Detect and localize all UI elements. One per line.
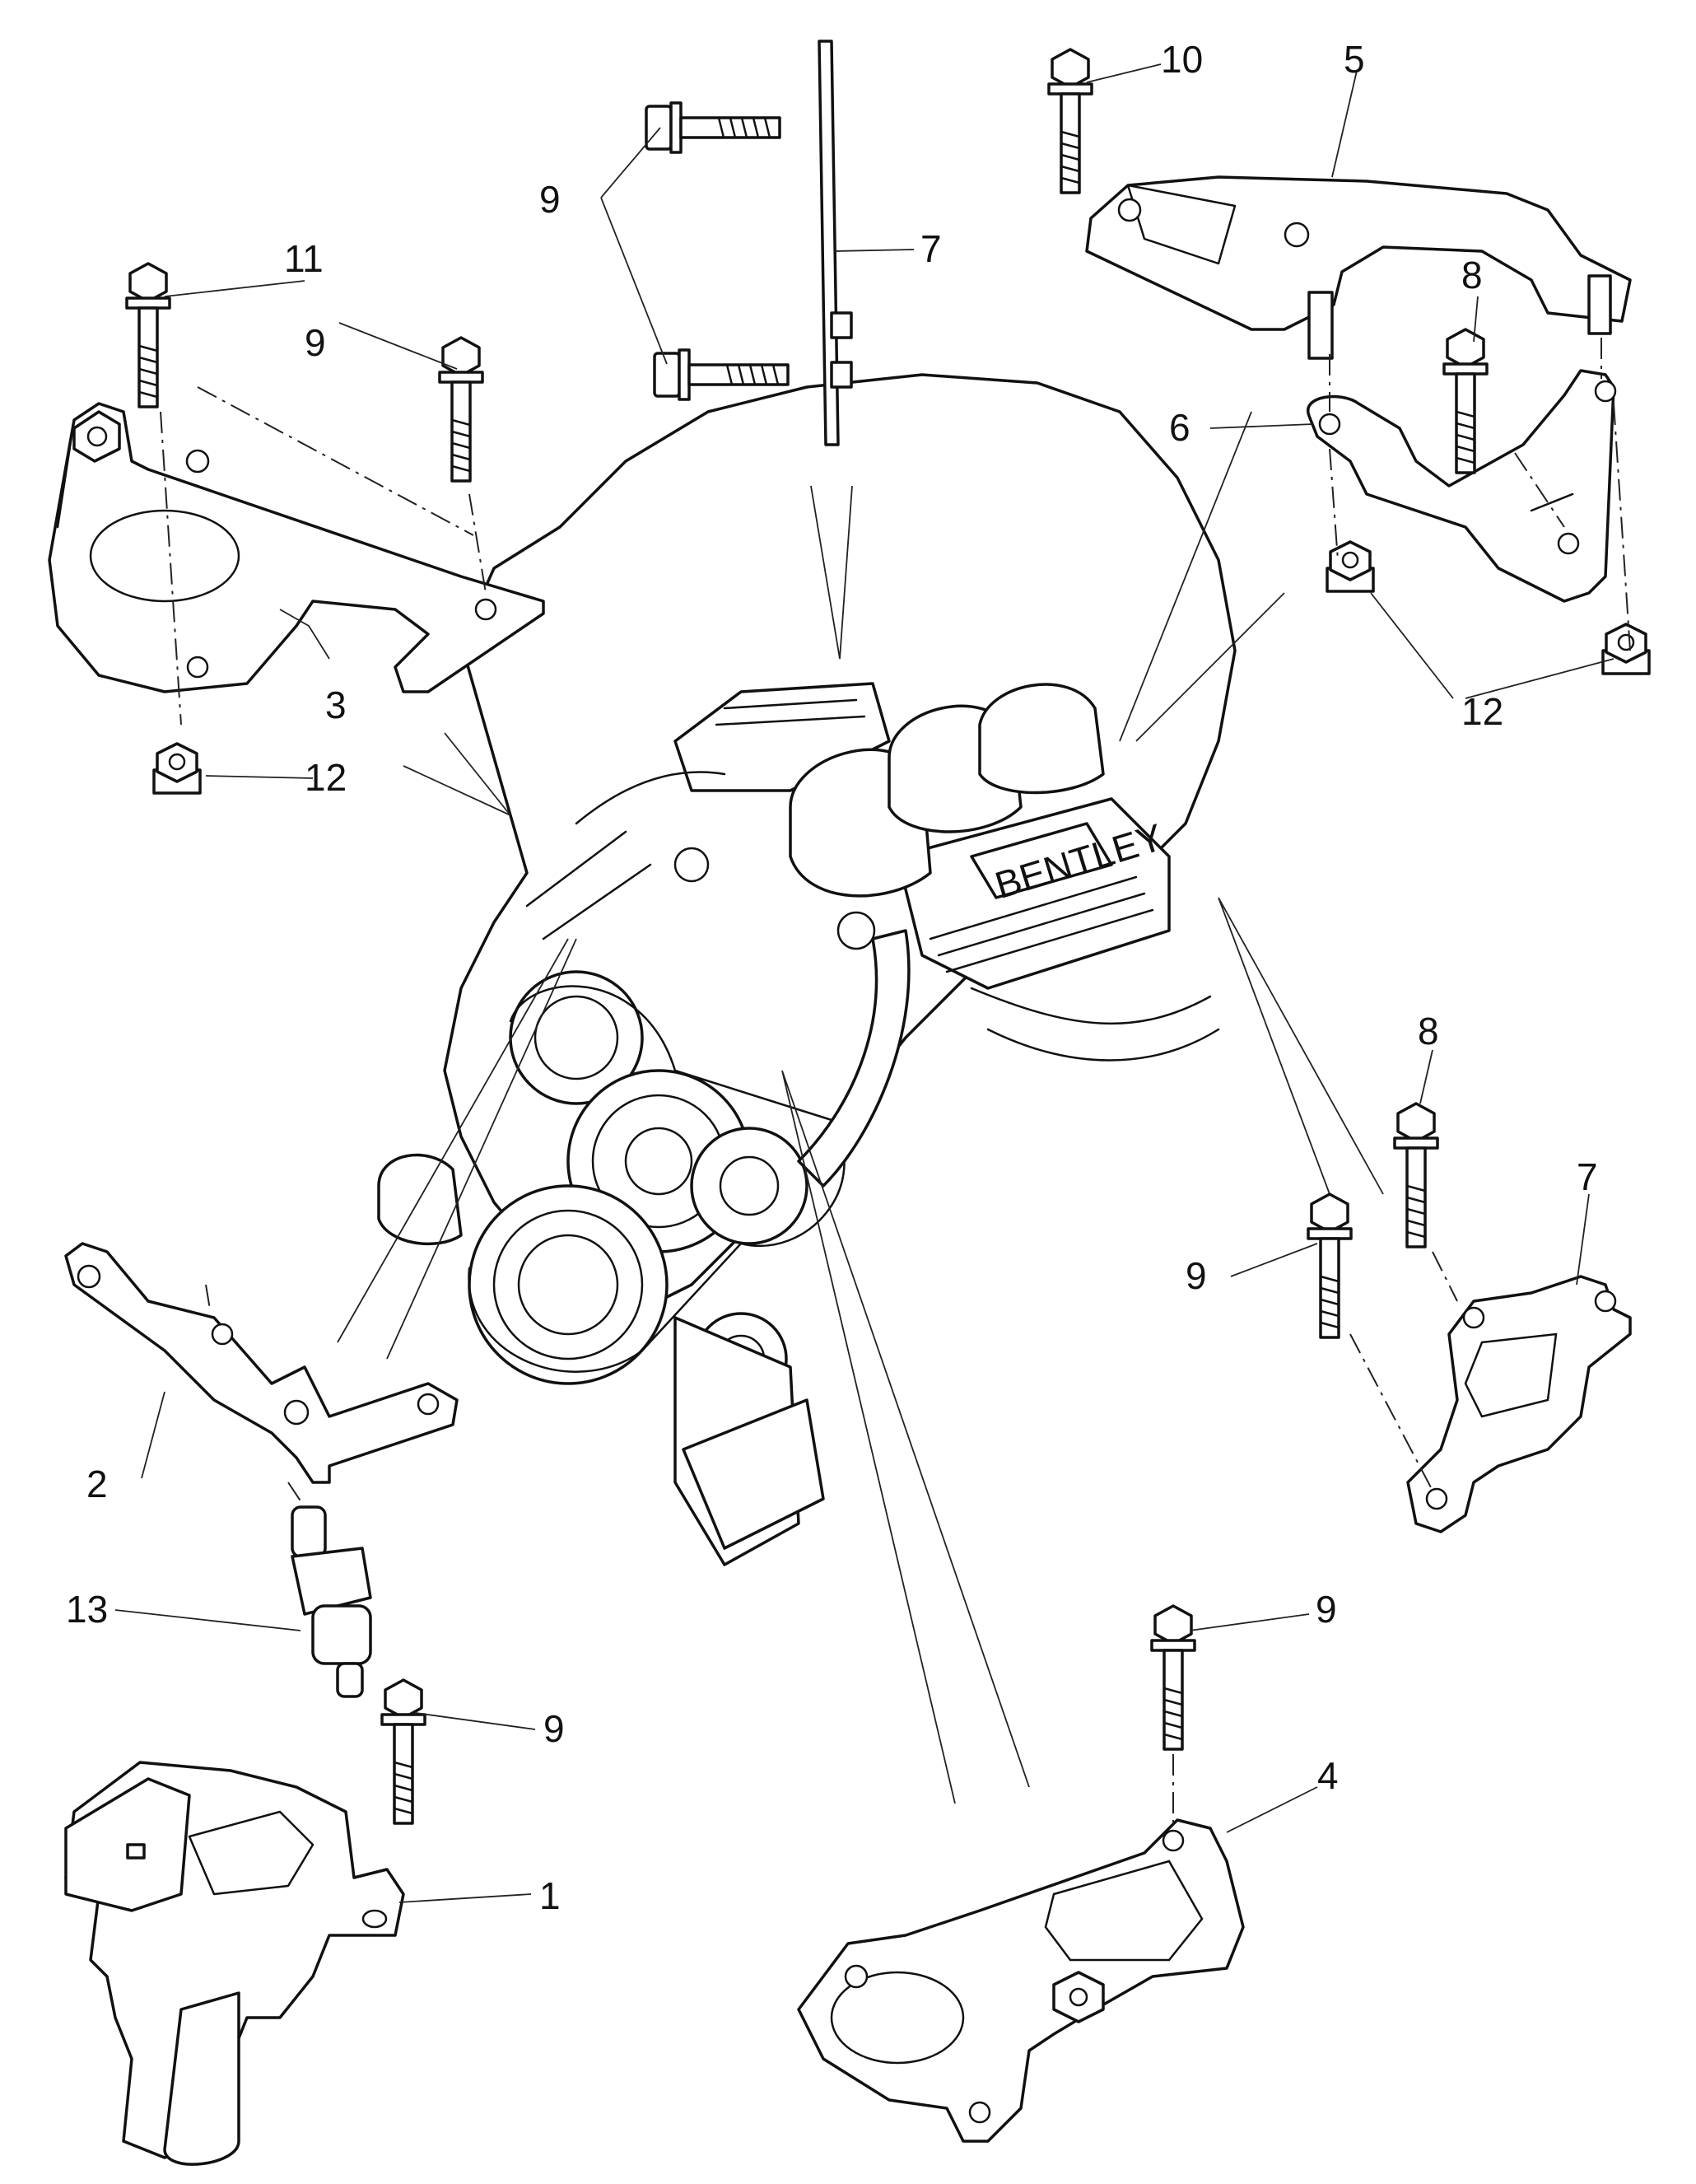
part-4-gasket [797,1818,1245,2143]
callout-4: 4 [1317,1754,1339,1797]
callout-labels: 11 9 3 12 9 7 10 5 8 6 12 8 7 9 2 13 9 1… [66,38,1598,1917]
callout-9-upper: 9 [539,178,561,221]
part-12-nut-right-a [1326,540,1375,593]
callout-2: 2 [86,1463,108,1505]
part-9-bolt-gasket-right [1307,1192,1353,1339]
part-8-bolt-lower [1393,1102,1439,1248]
part-12-nut-left [152,742,202,795]
callout-8-upper: 8 [1461,254,1483,296]
callout-12-left: 12 [305,756,347,799]
callout-12-right: 12 [1461,690,1503,733]
part-9-bolt-gasket-lower [1150,1604,1196,1751]
callout-10: 10 [1161,38,1203,81]
part-7-strap [818,40,853,446]
part-8-bolt-upper [1442,328,1489,474]
part-3-mounting-bracket [48,402,545,693]
part-10-bolt [1047,48,1093,194]
callout-9-gasket-right: 9 [1186,1254,1207,1297]
part-9-bolt-lower [653,348,790,401]
callout-9-valve: 9 [543,1707,565,1750]
callout-13: 13 [66,1588,108,1631]
part-13-rubber-isolator [291,1505,372,1698]
part-11-bolt [125,262,171,408]
part-5-studs [1307,274,1612,360]
part-1-control-valve [64,1761,405,2166]
part-9-bolt-valve [380,1678,426,1825]
part-6-mounting-bracket [1306,369,1617,603]
part-12-nut-right-b [1601,623,1651,675]
callout-6: 6 [1169,406,1190,449]
part-5-mounting-bracket [1085,175,1632,331]
part-9-bolt-upper [645,101,781,154]
callout-9-gasket-lower: 9 [1316,1588,1337,1631]
callout-9-left: 9 [305,321,326,364]
part-2-mounting-bracket [64,1242,459,1484]
callout-leaders [114,63,1614,1903]
callout-1: 1 [539,1874,561,1917]
callout-3: 3 [325,684,347,726]
callout-8-lower: 8 [1418,1010,1439,1052]
engine-assembly: BENTLEY [377,373,1237,1566]
part-9-bolt-left [438,336,484,483]
engine-leader-lines [337,411,1384,1804]
callout-7-gasket: 7 [1577,1155,1598,1198]
callout-11: 11 [284,237,324,280]
callout-7-strap: 7 [920,227,942,270]
part-7-gasket [1406,1275,1632,1533]
callout-5: 5 [1344,38,1365,81]
